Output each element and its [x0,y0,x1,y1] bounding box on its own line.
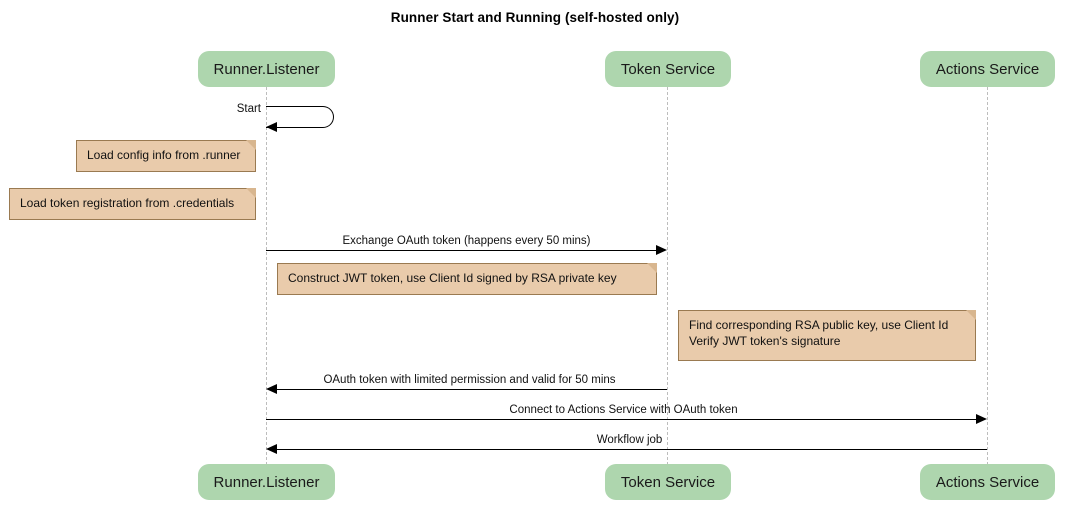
participant-label: Actions Service [935,473,1040,491]
note-fold-icon [246,140,256,150]
participant-label: Runner.Listener [213,473,320,491]
message-label-exchange-oauth-token: Exchange OAuth token (happens every 50 m… [342,235,591,247]
message-arrowhead-workflow-job [266,444,277,454]
message-start-arrowhead [266,122,277,132]
message-arrowhead-oauth-token-response [266,384,277,394]
message-label-workflow-job: Workflow job [596,434,663,446]
lifeline-actions [987,87,988,465]
participant-token-service-bottom[interactable]: Token Service [605,464,731,500]
note-text: Load config info from .runner [87,148,241,162]
participant-runner-listener-bottom[interactable]: Runner.Listener [198,464,335,500]
note-fold-icon [966,310,976,320]
participant-actions-service-bottom[interactable]: Actions Service [920,464,1055,500]
participant-label: Runner.Listener [213,60,320,78]
note-fold-icon [647,263,657,273]
message-start-self-loop [266,106,334,128]
note-text: Load token registration from .credential… [20,196,235,210]
message-line-workflow-job [272,449,987,450]
note-construct-jwt: Construct JWT token, use Client Id signe… [277,263,657,295]
lifeline-token [667,87,668,465]
message-arrowhead-exchange-oauth-token [656,245,667,255]
message-line-connect-actions-service [266,419,981,420]
participant-label: Token Service [620,473,716,491]
note-text-line-2: Verify JWT token's signature [689,334,841,348]
message-arrowhead-connect-actions-service [976,414,987,424]
note-load-token-registration: Load token registration from .credential… [9,188,256,220]
message-label-oauth-token-response: OAuth token with limited permission and … [323,374,616,386]
note-load-config: Load config info from .runner [76,140,256,172]
participant-actions-service-top[interactable]: Actions Service [920,51,1055,87]
note-verify-jwt: Find corresponding RSA public key, use C… [678,310,976,361]
message-label-connect-actions-service: Connect to Actions Service with OAuth to… [509,404,738,416]
message-label-start: Start [236,103,261,115]
message-line-exchange-oauth-token [266,250,660,251]
note-text: Construct JWT token, use Client Id signe… [288,271,617,285]
page-title: Runner Start and Running (self-hosted on… [390,10,680,25]
message-line-oauth-token-response [272,389,667,390]
note-text-line-1: Find corresponding RSA public key, use C… [689,318,949,332]
participant-runner-listener-top[interactable]: Runner.Listener [198,51,335,87]
participant-label: Actions Service [935,60,1040,78]
participant-token-service-top[interactable]: Token Service [605,51,731,87]
lifeline-runner [266,87,267,465]
participant-label: Token Service [620,60,716,78]
note-fold-icon [246,188,256,198]
